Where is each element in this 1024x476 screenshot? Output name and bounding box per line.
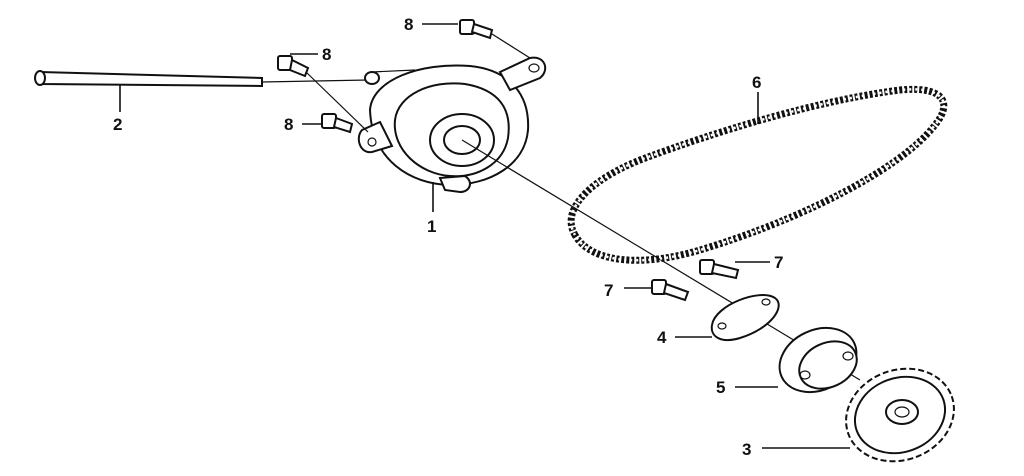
label-part-1: 1 — [427, 217, 436, 236]
shoe-part-5 — [778, 326, 858, 394]
label-part-7-upper: 7 — [774, 253, 783, 272]
plate-part-4 — [710, 294, 780, 342]
leader-lines — [119, 23, 850, 449]
label-part-8-top: 8 — [404, 15, 413, 34]
label-part-7-lower: 7 — [604, 281, 613, 300]
bolt-part-7-upper — [699, 259, 740, 280]
bolt-part-8-lower — [321, 113, 354, 134]
label-part-5: 5 — [716, 378, 725, 397]
label-part-8-lower: 8 — [284, 115, 293, 134]
label-part-3: 3 — [742, 440, 751, 459]
bolt-part-8-middle — [277, 55, 369, 133]
bolt-part-7-lower — [651, 279, 690, 302]
housing-part-1 — [357, 56, 547, 194]
label-part-8-middle: 8 — [322, 45, 331, 64]
chain-part-6 — [567, 85, 948, 264]
label-part-2: 2 — [113, 115, 122, 134]
label-part-4: 4 — [657, 328, 667, 347]
shaft-part-2 — [34, 70, 369, 88]
sprocket-part-3 — [845, 367, 955, 463]
label-part-6: 6 — [752, 73, 761, 92]
bolt-part-8-top — [459, 19, 531, 59]
